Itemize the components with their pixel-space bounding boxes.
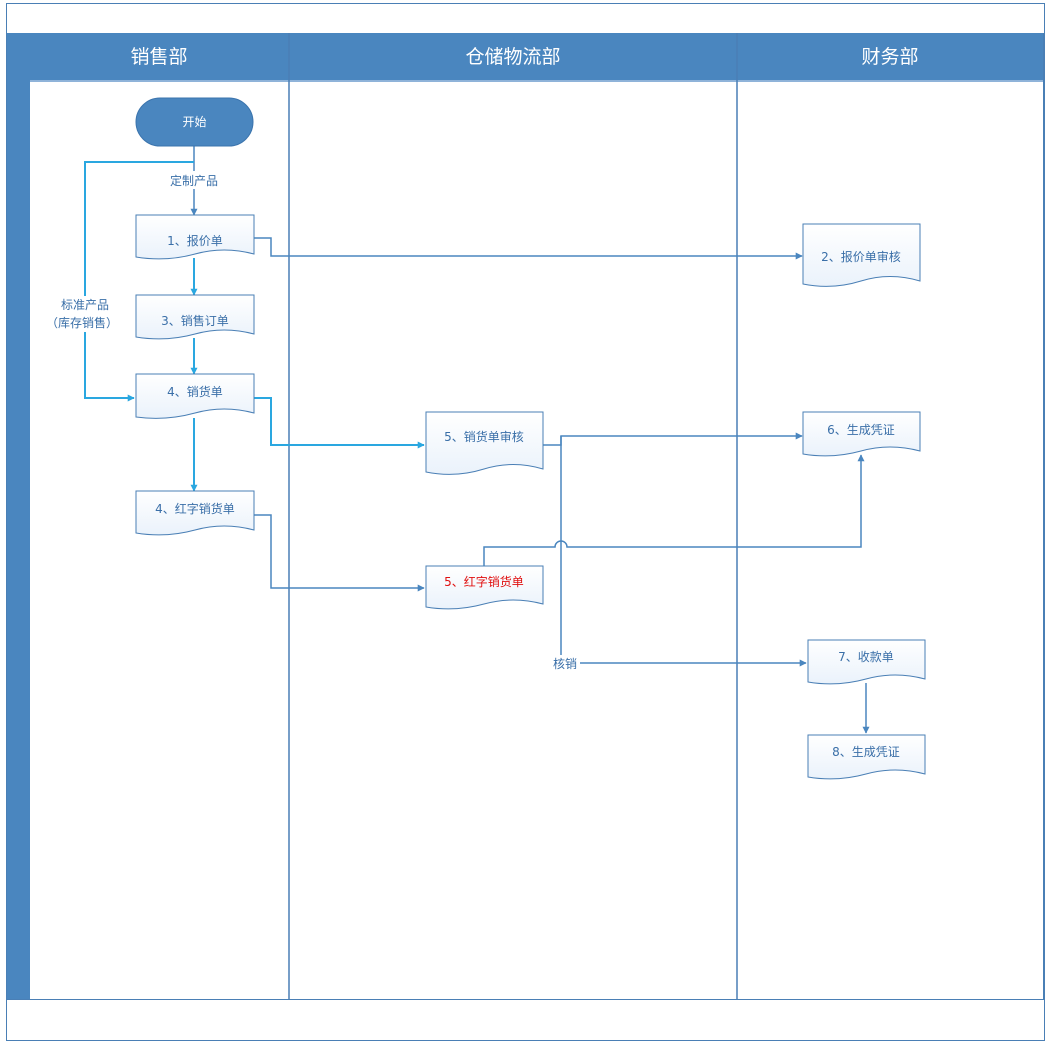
doc-delivery-review-label: 5、销货单审核	[444, 429, 524, 444]
doc-delivery-review	[425, 411, 544, 475]
edge-label-bg	[163, 171, 225, 189]
doc-receipt	[807, 639, 926, 685]
lane-header-bar	[30, 33, 1044, 80]
doc-red-delivery-warehouse	[425, 565, 544, 610]
edge-label-inventory-sales: （库存销售）	[46, 315, 118, 330]
doc-quote-review-label: 2、报价单审核	[821, 249, 901, 264]
doc-sales-order	[135, 294, 255, 340]
doc-delivery-label: 4、销货单	[167, 384, 223, 399]
pool-side-band	[7, 33, 30, 999]
lane-title-warehouse: 仓储物流部	[465, 46, 560, 68]
doc-sales-order-label: 3、销售订单	[161, 313, 229, 328]
doc-receipt-label: 7、收款单	[838, 650, 894, 664]
doc-voucher-6	[802, 411, 921, 457]
doc-red-delivery-label: 4、红字销货单	[155, 501, 235, 516]
start-node-label: 开始	[182, 115, 206, 129]
edge-label-standard-product: 标准产品	[61, 298, 109, 312]
edge-red-to-voucher	[483, 454, 865, 566]
doc-red-delivery-warehouse-label: 5、红字销货单	[444, 574, 524, 589]
doc-quote-label: 1、报价单	[167, 233, 223, 248]
edge-standard-product	[84, 161, 194, 402]
doc-delivery	[135, 373, 255, 419]
start-node	[135, 97, 254, 147]
doc-quote	[135, 214, 255, 260]
edge-red-to-warehouse	[254, 514, 425, 592]
lane-title-sales: 销售部	[130, 46, 187, 68]
edge-label-bg	[46, 296, 124, 332]
edge-label-write-off: 核销	[553, 657, 577, 671]
doc-red-delivery	[135, 490, 255, 536]
edge-delivery-to-review	[254, 397, 425, 449]
doc-voucher-8	[807, 734, 926, 780]
doc-quote-review	[802, 223, 921, 287]
edge-label-custom-product: 定制产品	[170, 173, 218, 188]
edge-label-bg	[550, 655, 580, 672]
doc-voucher-6-label: 6、生成凭证	[827, 422, 895, 437]
doc-voucher-8-label: 8、生成凭证	[832, 744, 900, 759]
lane-title-finance: 财务部	[861, 46, 918, 68]
edge-quote-to-review	[254, 237, 803, 260]
